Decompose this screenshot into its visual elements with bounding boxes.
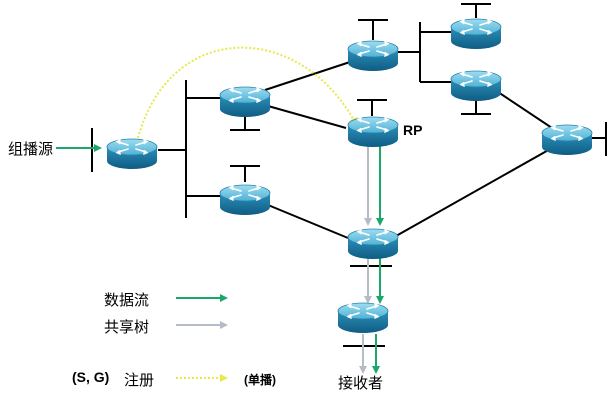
router-icon [347,116,399,148]
router-icon [337,302,389,334]
legend-data-flow-label: 数据流 [104,291,150,309]
legend-register-label: 注册 [124,371,155,389]
receiver-label: 接收者 [338,374,384,392]
link-a-top [264,61,351,91]
register-unicast-path [137,46,357,139]
link-d-right [497,91,553,129]
router-icon [450,70,502,102]
link-b-mid [267,204,349,239]
data-flows [56,142,384,374]
router-icon [347,228,399,260]
legend-unicast-label: (单播) [244,373,276,387]
legend-shared-tree-label: 共享树 [104,318,150,336]
router-icons [106,18,593,334]
source-label: 组播源 [8,140,54,158]
rp-label: RP [403,122,423,138]
link-a-rp [267,105,347,129]
router-icon [450,18,502,50]
router-icon [347,40,399,72]
legend-swatches [176,294,228,382]
link-right-mid [395,147,553,237]
router-icon [106,138,158,170]
legend-sg-prefix: (S, G) [72,369,110,385]
shared-tree-flows [359,142,372,374]
router-icon [219,86,271,118]
router-icon [219,184,271,216]
router-icon [541,124,593,156]
